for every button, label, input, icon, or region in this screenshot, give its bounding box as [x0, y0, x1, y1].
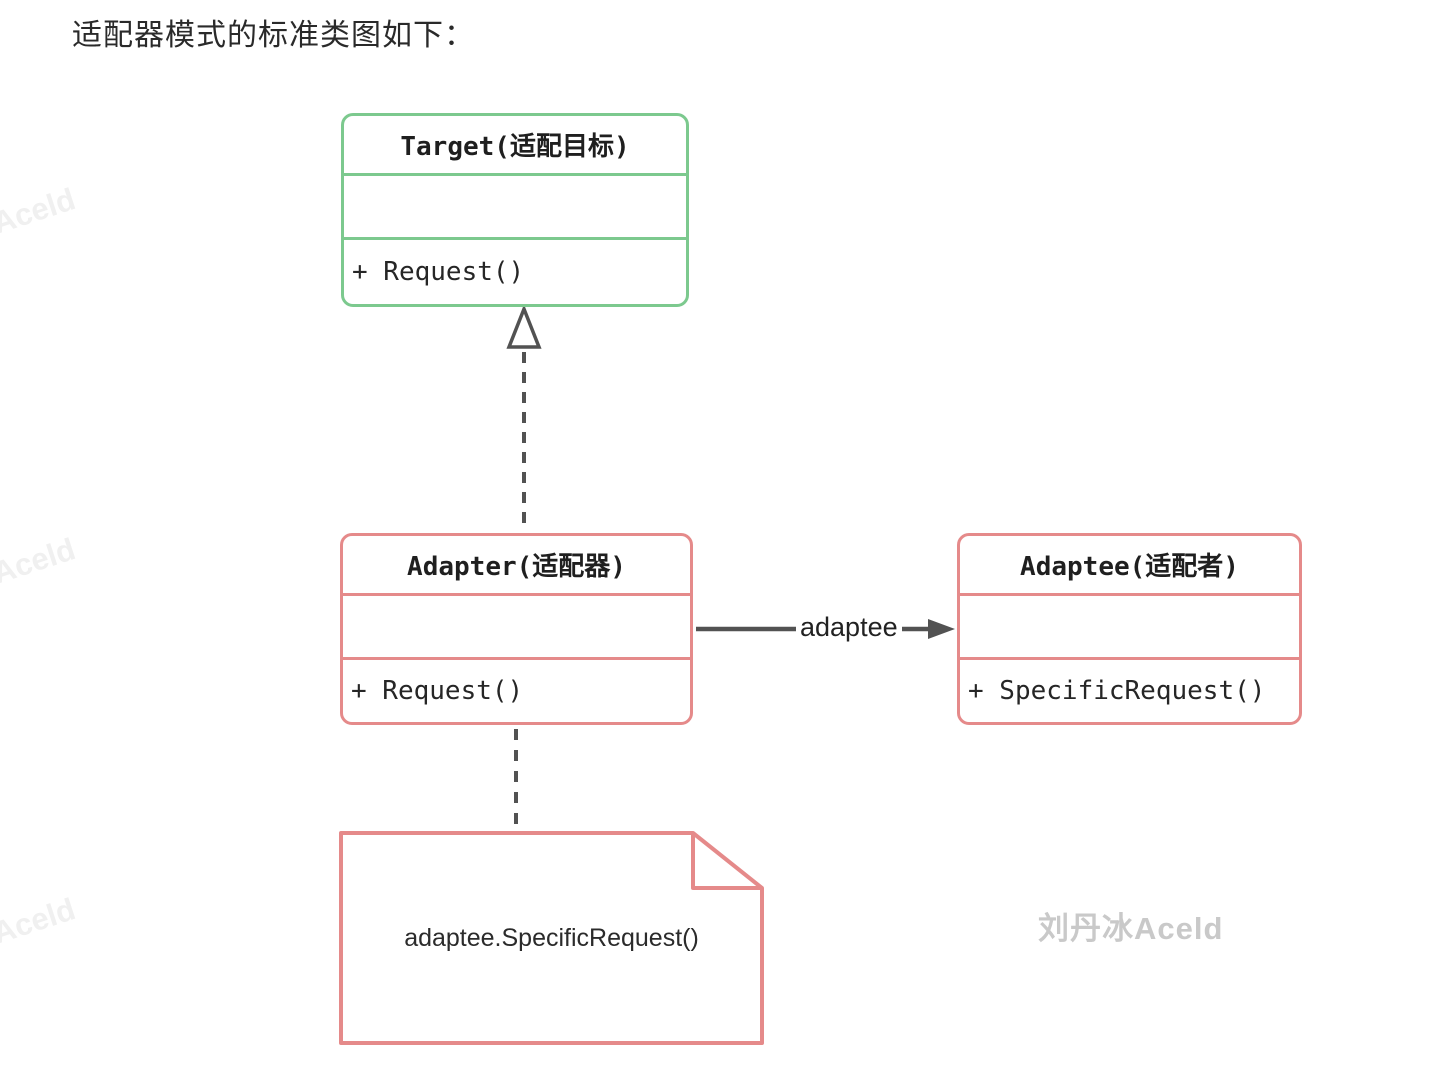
class-name-target: Target(适配目标) [344, 116, 686, 176]
attributes-section [343, 596, 690, 660]
watermark-faint: 刘丹冰Aceld [0, 891, 80, 980]
association-arrowhead-icon [928, 619, 955, 639]
page-title: 适配器模式的标准类图如下： [72, 19, 475, 52]
method-adaptee-specificrequest: + SpecificRequest() [968, 676, 1266, 706]
watermark-main: 刘丹冰Aceld [1038, 911, 1224, 946]
class-name-adaptee: Adaptee(适配者) [960, 536, 1299, 596]
note-text: adaptee.SpecificRequest() [404, 923, 699, 952]
class-box-adapter: Adapter(适配器) + Request() [340, 533, 693, 725]
class-name-adapter: Adapter(适配器) [343, 536, 690, 596]
watermark-faint: 刘丹冰Aceld [0, 181, 80, 270]
method-adapter-request: + Request() [351, 676, 524, 706]
association-label: adaptee [796, 612, 902, 643]
method-target-request: + Request() [352, 257, 525, 287]
inheritance-arrowhead-icon [506, 304, 542, 349]
attributes-section [960, 596, 1299, 660]
class-box-target: Target(适配目标) + Request() [341, 113, 689, 307]
watermark-faint: 刘丹冰Aceld [0, 531, 80, 620]
attributes-section [344, 176, 686, 240]
class-box-adaptee: Adaptee(适配者) + SpecificRequest() [957, 533, 1302, 725]
